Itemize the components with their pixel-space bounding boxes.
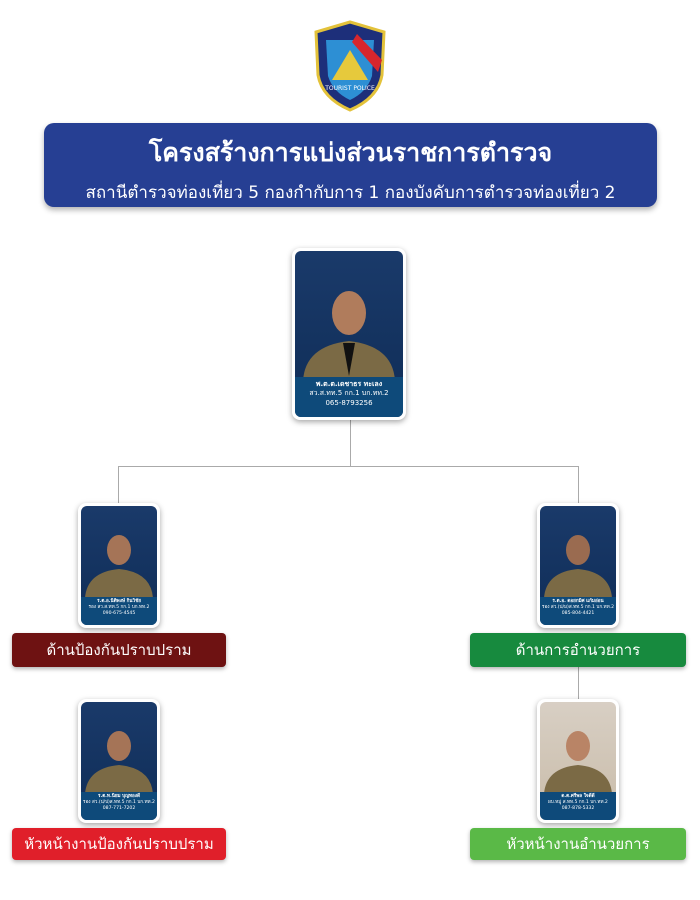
right-officer-card: ร.ต.อ. ดอยกมิศ แก้มอ่อนรอง สว.(ป/ม)ส.ทท.… <box>537 503 619 628</box>
officer-phone: 090-675-4545 <box>102 611 136 617</box>
label-prevention-suppression: ด้านป้องกันปราบปราม <box>12 633 226 667</box>
page-title: โครงสร้างการแบ่งส่วนราชการตำรวจ <box>148 138 553 167</box>
tourist-police-logo: TOURIST POLICE <box>312 20 388 112</box>
officer-phone: 085-804-4421 <box>561 611 595 617</box>
officer-photo <box>544 535 612 598</box>
officer-photo <box>85 731 153 794</box>
left-officer-card: ร.ต.อ.นิติพงษ์ กินวิชัยรอง สว.ส.ทท.5 กก.… <box>78 503 160 628</box>
connector <box>118 466 119 504</box>
connector <box>118 466 579 467</box>
title-banner: โครงสร้างการแบ่งส่วนราชการตำรวจ สถานีตำร… <box>44 123 657 207</box>
label-head-prevention-suppression: หัวหน้างานป้องกันปราบปราม <box>12 828 226 860</box>
chief-photo <box>303 291 395 381</box>
officer-name: ร.ต.อ. ดอยกมิศ แก้มอ่อน <box>552 599 604 604</box>
officer-photo <box>85 535 153 598</box>
connector <box>578 667 579 700</box>
chief-name: พ.ต.ต.เดชาธร ทะเลง <box>315 380 383 388</box>
officer-position: รอง สว.ส.ทท.5 กก.1 บก.ทท.2 <box>88 605 150 611</box>
label-administration: ด้านการอำนวยการ <box>470 633 686 667</box>
chief-phone: 065-8793256 <box>325 398 373 407</box>
connector <box>578 466 579 504</box>
officer-name: ร.ต.อ.นิติพงษ์ กินวิชัย <box>97 599 141 604</box>
left2-officer-card: ร.ต.ท.นิยม บุญทองดีรอง สว.(ป/ป)ส.ทท.5 กก… <box>78 699 160 823</box>
chief-card: พ.ต.ต.เดชาธร ทะเลง สว.ส.ทท.5 กก.1 บก.ทท.… <box>292 248 406 420</box>
chief-position: สว.ส.ทท.5 กก.1 บก.ทท.2 <box>309 389 389 398</box>
page-subtitle: สถานีตำรวจท่องเที่ยว 5 กองกำกับการ 1 กอง… <box>85 183 616 203</box>
label-head-administration: หัวหน้างานอำนวยการ <box>470 828 686 860</box>
officer-position: รอง สว.(ป/ป)ส.ทท.5 กก.1 บก.ทท.2 <box>83 800 155 806</box>
right2-officer-card: ด.ต.ศรีพล ใจดีดีผบ.หมู่ ส.ทท.5 กก.1 บก.ท… <box>537 699 619 823</box>
officer-position: ผบ.หมู่ ส.ทท.5 กก.1 บก.ทท.2 <box>548 800 608 806</box>
connector <box>350 420 351 466</box>
svg-text:TOURIST POLICE: TOURIST POLICE <box>324 85 375 92</box>
officer-name: ร.ต.ท.นิยม บุญทองดี <box>97 794 141 799</box>
officer-phone: 087-771-7202 <box>102 806 136 812</box>
officer-photo <box>544 731 612 794</box>
officer-name: ด.ต.ศรีพล ใจดีดี <box>561 794 595 799</box>
officer-position: รอง สว.(ป/ม)ส.ทท.5 กก.1 บก.ทท.2 <box>541 605 614 611</box>
officer-phone: 087-878-5332 <box>561 806 595 812</box>
